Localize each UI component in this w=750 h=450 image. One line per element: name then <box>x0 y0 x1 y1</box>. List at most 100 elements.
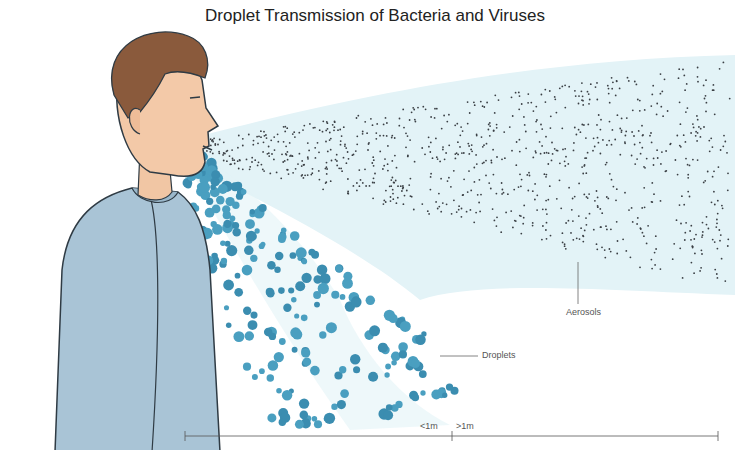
aerosol-dot <box>604 257 606 259</box>
aerosol-dot <box>715 226 717 228</box>
aerosol-dot <box>660 268 662 270</box>
droplet-dot <box>278 233 286 241</box>
aerosol-dot <box>605 164 607 166</box>
aerosol-dot <box>650 105 652 107</box>
aerosol-dot <box>456 123 458 125</box>
aerosol-dot <box>547 199 549 201</box>
aerosol-dot <box>372 156 374 158</box>
aerosol-dot <box>660 163 662 165</box>
aerosol-dot <box>552 153 554 155</box>
aerosol-dot <box>619 128 621 130</box>
aerosol-dot <box>490 160 492 162</box>
aerosol-dot <box>409 139 411 141</box>
aerosol-dot <box>535 152 537 154</box>
aerosol-dot <box>529 175 531 177</box>
aerosol-dot <box>329 139 331 141</box>
aerosol-dot <box>304 174 306 176</box>
aerosol-dot <box>523 116 525 118</box>
aerosol-dot <box>347 193 349 195</box>
aerosol-dot <box>519 151 521 153</box>
aerosol-dot <box>662 115 664 117</box>
aerosol-dot <box>533 110 535 112</box>
aerosol-dot <box>341 170 343 172</box>
aerosol-dot <box>700 136 702 138</box>
aerosol-dot <box>237 160 239 162</box>
aerosol-dot <box>410 178 412 180</box>
aerosol-dot <box>444 158 446 160</box>
aerosol-dot <box>473 101 475 103</box>
aerosol-dot <box>212 153 214 155</box>
aerosol-dot <box>251 157 253 159</box>
aerosol-dot <box>519 173 521 175</box>
aerosol-dot <box>581 124 583 126</box>
droplet-dot <box>226 323 232 329</box>
aerosol-dot <box>206 150 208 152</box>
aerosol-dot <box>470 190 472 192</box>
aerosol-dot <box>392 189 394 191</box>
aerosol-dot <box>616 80 618 82</box>
aerosol-dot <box>609 248 611 250</box>
aerosol-dot <box>609 173 611 175</box>
aerosol-dot <box>600 226 602 228</box>
aerosol-dot <box>376 123 378 125</box>
aerosol-dot <box>468 153 470 155</box>
aerosol-dot <box>307 142 309 144</box>
aerosol-dot <box>520 185 522 187</box>
droplet-dot <box>301 314 308 321</box>
aerosol-dot <box>488 129 490 131</box>
aerosol-dot <box>503 192 505 194</box>
droplet-dot <box>290 252 297 259</box>
aerosol-dot <box>675 159 677 161</box>
aerosol-dot <box>489 135 491 137</box>
aerosol-dot <box>701 236 703 238</box>
aerosol-dot <box>639 142 641 144</box>
aerosol-dot <box>479 179 481 181</box>
aerosol-dot <box>598 142 600 144</box>
aerosol-dot <box>334 121 336 123</box>
aerosol-dot <box>521 179 523 181</box>
aerosol-dot <box>407 155 409 157</box>
aerosol-dot <box>716 273 718 275</box>
droplet-dot <box>386 404 393 411</box>
aerosol-dot <box>399 118 401 120</box>
aerosol-dot <box>599 208 601 210</box>
aerosol-dot <box>401 190 403 192</box>
aerosol-dot <box>505 212 507 214</box>
aerosol-dot <box>565 222 567 224</box>
aerosol-dot <box>584 164 586 166</box>
aerosol-dot <box>387 170 389 172</box>
droplet-dot <box>411 359 420 368</box>
aerosol-dot <box>210 138 212 140</box>
aerosol-dot <box>616 80 618 82</box>
aerosol-dot <box>356 182 358 184</box>
aerosol-dot <box>608 88 610 90</box>
droplet-dot <box>310 366 320 376</box>
aerosol-dot <box>596 82 598 84</box>
aerosol-dot <box>232 158 234 160</box>
aerosol-dot <box>509 126 511 128</box>
droplet-dot <box>300 411 309 420</box>
aerosol-dot <box>467 143 469 145</box>
aerosol-dot <box>430 173 432 175</box>
droplet-dot <box>206 198 213 205</box>
aerosol-dot <box>273 159 275 161</box>
aerosol-dot <box>578 95 580 97</box>
aerosol-dot <box>470 209 472 211</box>
droplet-cloud <box>185 145 450 430</box>
aerosol-dot <box>693 272 695 274</box>
aerosol-dot <box>631 131 633 133</box>
droplet-dot <box>419 370 427 378</box>
aerosol-dot <box>356 117 358 119</box>
aerosol-dot <box>485 175 487 177</box>
aerosol-dot <box>442 149 444 151</box>
aerosol-dot <box>392 177 394 179</box>
aerosol-dot <box>580 227 582 229</box>
aerosol-dot <box>437 158 439 160</box>
aerosol-dot <box>385 190 387 192</box>
aerosol-dot <box>697 76 699 78</box>
aerosol-dot <box>619 88 621 90</box>
aerosol-dot <box>515 220 517 222</box>
aerosol-dot <box>383 135 385 137</box>
aerosol-dot <box>294 136 296 138</box>
aerosol-dot <box>696 140 698 142</box>
